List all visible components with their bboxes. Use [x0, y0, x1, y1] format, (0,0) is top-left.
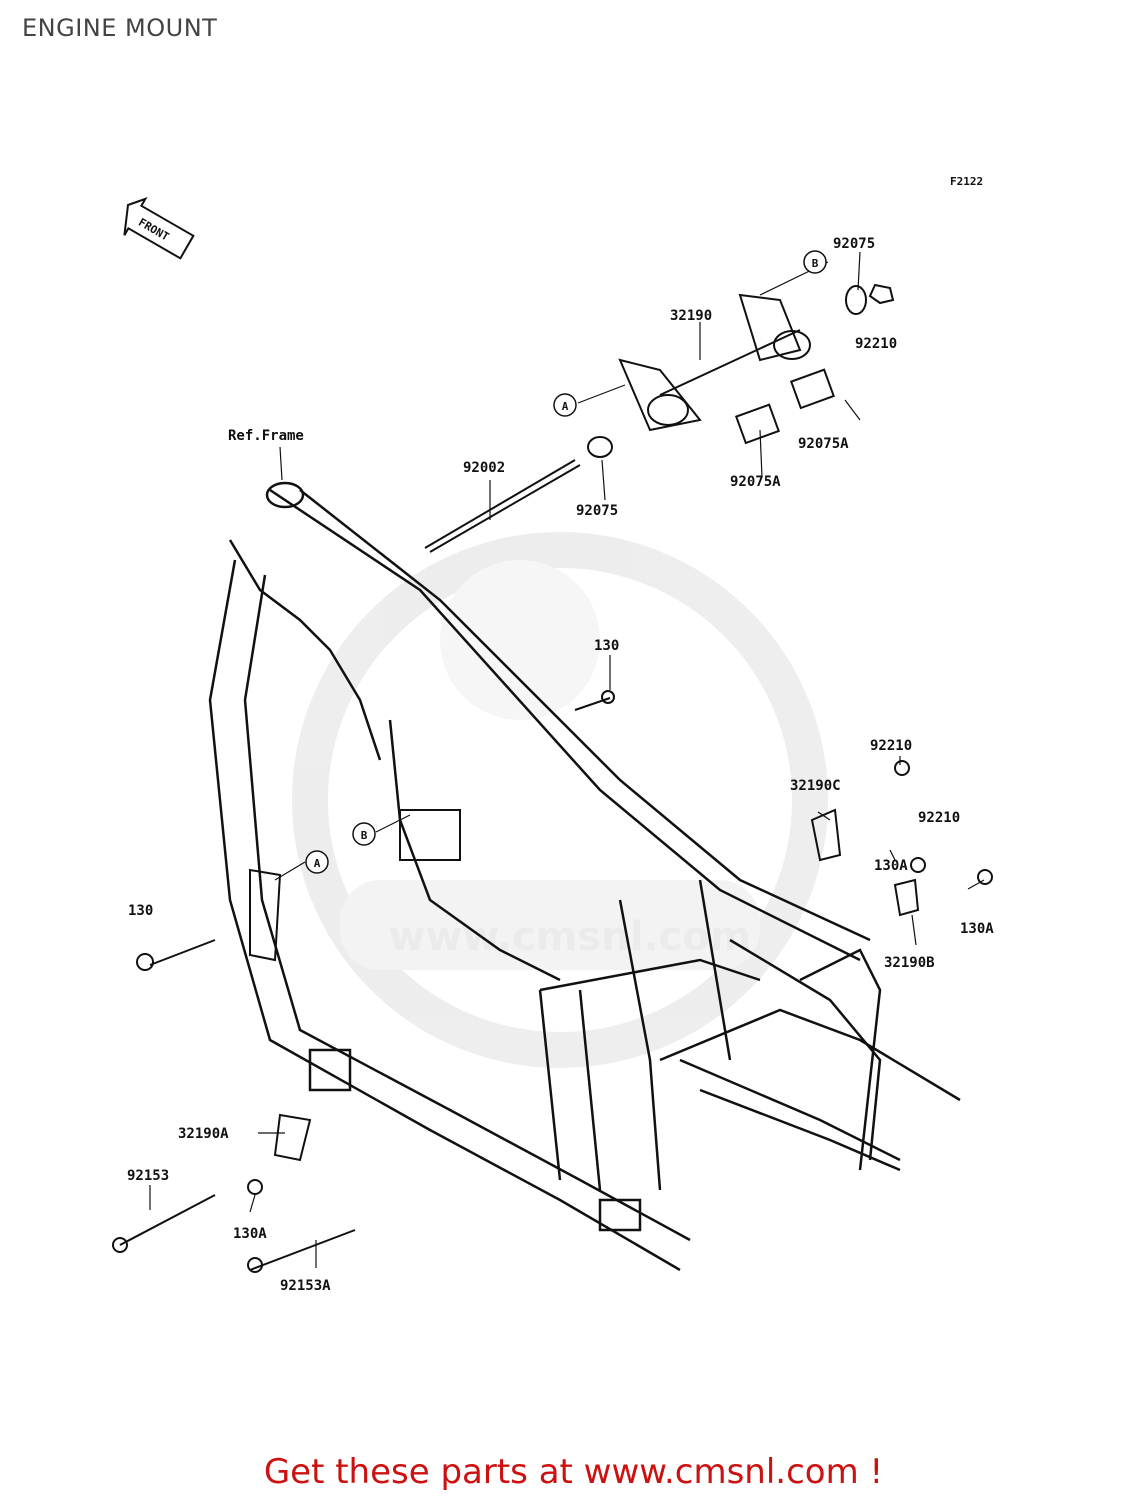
mount-bracket-32190: [424, 283, 895, 553]
callout-92075-top: 92075: [833, 236, 875, 252]
frame: [208, 481, 961, 1272]
circle-label-b-mid: B: [352, 822, 376, 846]
callout-130-mid: 130: [594, 638, 619, 654]
callout-92002: 92002: [463, 460, 505, 476]
callout-92075a-left: 92075A: [730, 474, 781, 490]
footer-link[interactable]: Get these parts at www.cmsnl.com !: [263, 1452, 884, 1492]
page-title: ENGINE MOUNT: [22, 14, 218, 42]
callout-32190a: 32190A: [178, 1126, 229, 1142]
svg-text:B: B: [812, 257, 819, 270]
callout-130a-right2: 130A: [960, 921, 994, 937]
engine-mount-diagram: www.cmsnl.com F2122 FRONT: [112, 175, 994, 1294]
callout-92075-mid: 92075: [576, 503, 618, 519]
circle-label-b-top: B: [803, 250, 827, 274]
watermark-logo: www.cmsnl.com: [292, 532, 828, 1068]
callout-32190c: 32190C: [790, 778, 841, 794]
callout-ref-frame: Ref.Frame: [228, 428, 304, 444]
fasteners: [112, 690, 993, 1273]
callout-92075a-right: 92075A: [798, 436, 849, 452]
watermark-text: www.cmsnl.com: [389, 914, 752, 960]
svg-text:A: A: [562, 400, 569, 413]
front-arrow-icon: FRONT: [123, 197, 195, 260]
callout-130a-bottom: 130A: [233, 1226, 267, 1242]
circle-label-a-mid: A: [305, 850, 329, 874]
callout-92210-top: 92210: [855, 336, 897, 352]
callout-92210-right1: 92210: [870, 738, 912, 754]
callout-32190: 32190: [670, 308, 712, 324]
callout-92153: 92153: [127, 1168, 169, 1184]
callout-130-left: 130: [128, 903, 153, 919]
svg-text:A: A: [314, 857, 321, 870]
diagram-code: F2122: [950, 175, 983, 188]
circle-label-a-top: A: [553, 393, 577, 417]
callout-32190b: 32190B: [884, 955, 935, 971]
callout-92153a: 92153A: [280, 1278, 331, 1294]
callout-130a-right1: 130A: [874, 858, 908, 874]
svg-text:B: B: [361, 829, 368, 842]
callout-92210-right2: 92210: [918, 810, 960, 826]
